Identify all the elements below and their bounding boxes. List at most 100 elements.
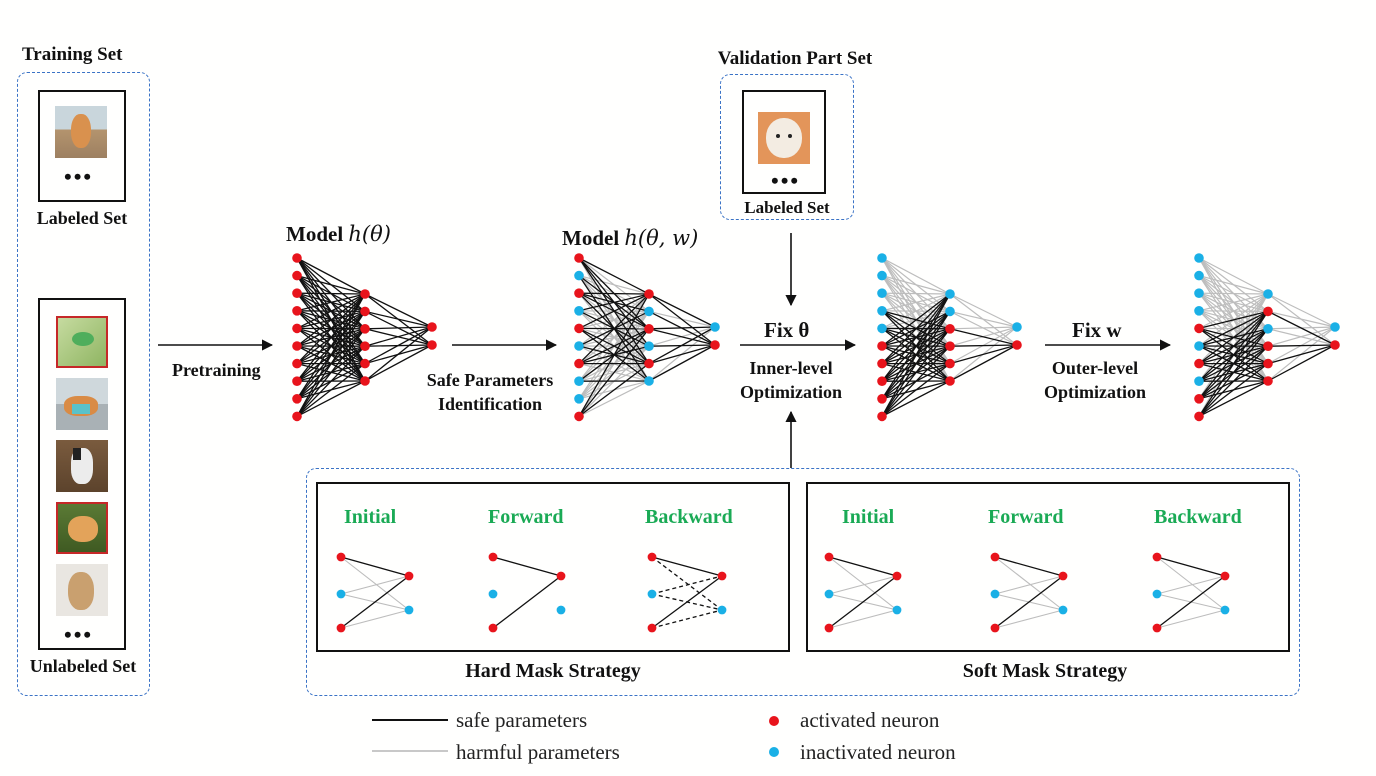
pretrained-net-safe-edge [364, 326, 433, 365]
masked-net-safe-edge [648, 328, 716, 346]
pretrained-net-input-neuron [292, 341, 302, 351]
outer-opt-net-safe-edge [1198, 311, 1269, 417]
pretrained-net-safe-edge [296, 293, 366, 312]
outer-opt-net-hidden-neuron [1263, 358, 1273, 369]
outer-opt-net-harmful-edge [1267, 293, 1336, 328]
legend-activated-dot [769, 716, 779, 726]
soft-initial-mini-net-input-neuron [824, 552, 834, 562]
soft-forward-mini-net-safe-edge [994, 556, 1064, 577]
outer-opt-net-safe-edge [1198, 363, 1269, 417]
hard-initial-mini-net-output-neuron [404, 571, 414, 581]
pretrained-net-safe-edge [296, 292, 366, 295]
soft-initial-mini-net-input-neuron [824, 623, 834, 633]
labeled-set-box [38, 90, 126, 202]
hard-backward-mini-net-safe-edge [651, 575, 723, 629]
soft-backward-mini-net-input-neuron [1152, 552, 1162, 562]
soft-stage-backward: Backward [1154, 506, 1242, 528]
inner-opt-net-safe-edge [949, 344, 1018, 382]
masked-net-input-neuron [574, 341, 584, 351]
hard-forward-mini-net-safe-edge [492, 575, 562, 629]
pretrained-net-safe-edge [364, 344, 433, 382]
inner-opt-net-input-neuron [877, 306, 887, 316]
outer-opt-net-input-neuron [1194, 411, 1204, 422]
masked-net-output-neuron [710, 340, 720, 350]
soft-mask-box [806, 482, 1290, 652]
safe-params-label-2: Identification [437, 394, 542, 414]
masked-net-safe-edge [648, 293, 716, 346]
labeled-ellipsis: ••• [64, 164, 94, 189]
outer-level-label-2: Optimization [1044, 382, 1146, 402]
soft-backward-mini-net-harmful-edge [1156, 556, 1226, 611]
soft-forward-mini-net-input-neuron [990, 552, 1000, 562]
pretrained-net-input-neuron [292, 394, 302, 404]
validation-ellipsis: ••• [771, 168, 801, 193]
soft-forward-mini-net-safe-edge [994, 575, 1064, 629]
outer-opt-net-output-neuron [1330, 340, 1340, 350]
inner-opt-net-input-neuron [877, 358, 887, 369]
inner-opt-net-safe-edge [881, 293, 951, 365]
safe-params-label-1: Safe Parameters [426, 370, 554, 390]
soft-backward-mini-net-output-neuron [1220, 605, 1230, 615]
outer-opt-net-safe-edge [1198, 310, 1269, 365]
spaniel-photo [56, 564, 108, 616]
outer-opt-net-safe-edge [1198, 310, 1269, 382]
pretrained-net-hidden-neuron [360, 376, 370, 386]
pretrained-net-hidden-neuron [360, 289, 370, 299]
pretrained-net-input-neuron [292, 253, 302, 263]
unlabeled-ellipsis: ••• [64, 622, 94, 647]
masked-net-harmful-edge [578, 380, 650, 417]
outer-opt-net-input-neuron [1194, 358, 1204, 369]
masked-net-safe-edge [648, 326, 716, 330]
hard-initial-mini-net-input-neuron [336, 589, 346, 599]
inner-opt-net-harmful-edge [881, 292, 951, 295]
hard-forward-mini-net-safe-edge [492, 556, 562, 577]
outer-opt-net-hidden-neuron [1263, 289, 1273, 299]
soft-initial-mini-net-harmful-edge [828, 575, 898, 595]
outer-opt-net-safe-edge [1267, 310, 1336, 346]
soft-backward-mini-net-input-neuron [1152, 623, 1162, 633]
pretrained-net-safe-edge [296, 293, 366, 347]
outer-opt-net-input-neuron [1194, 376, 1204, 387]
pretrained-net-hidden-neuron [360, 324, 370, 334]
inner-opt-net-safe-edge [881, 380, 951, 417]
soft-backward-mini-net-harmful-edge [1156, 609, 1226, 629]
inner-opt-net-output-neuron [1012, 340, 1022, 350]
pretrained-net-input-neuron [292, 358, 302, 369]
hard-initial-mini-net-output-neuron [404, 605, 414, 615]
pretrained-net-safe-edge [364, 326, 433, 347]
soft-initial-mini-net-safe-edge [828, 556, 898, 577]
pretrained-net-safe-edge [296, 293, 366, 329]
outer-level-label-1: Outer-level [1051, 358, 1139, 378]
pretrained-net-safe-edge [296, 311, 366, 417]
cat-photo [56, 502, 108, 554]
labeled-set-caption: Labeled Set [36, 208, 128, 228]
outer-opt-net-harmful-edge [1198, 293, 1269, 329]
inner-opt-net-safe-edge [949, 344, 1018, 347]
hard-backward-mini-net-input-neuron [647, 589, 657, 599]
hard-backward-mini-net-safe-edge [651, 556, 723, 577]
hard-forward-mini-net-input-neuron [488, 623, 498, 633]
hard-initial-mini-net-harmful-edge [340, 556, 410, 611]
outer-opt-net-safe-edge [1198, 345, 1269, 417]
inner-opt-net-input-neuron [877, 288, 887, 299]
soft-forward-mini-net-input-neuron [990, 589, 1000, 599]
masked-net-safe-edge [578, 328, 650, 365]
inner-level-label-1: Inner-level [749, 358, 833, 378]
pretrained-net-safe-edge [296, 345, 366, 417]
outer-opt-net-safe-edge [1198, 310, 1269, 330]
outer-opt-net-input-neuron [1194, 394, 1204, 404]
outer-opt-net-harmful-edge [1267, 326, 1336, 347]
inner-opt-net-hidden-neuron [945, 358, 955, 369]
training-set-panel [17, 72, 150, 696]
hard-backward-mini-net-output-neuron [717, 571, 727, 581]
inner-opt-net-input-neuron [877, 394, 887, 404]
inner-opt-net-harmful-edge [949, 326, 1018, 330]
masked-net-input-neuron [574, 270, 584, 281]
hard-stage-forward: Forward [488, 506, 564, 528]
soft-backward-mini-net-input-neuron [1152, 589, 1162, 599]
hard-backward-mini-net-output-neuron [717, 605, 727, 615]
inner-opt-net-hidden-neuron [945, 341, 955, 352]
inner-opt-net-safe-edge [881, 293, 951, 347]
masked-net-safe-edge [578, 257, 650, 295]
